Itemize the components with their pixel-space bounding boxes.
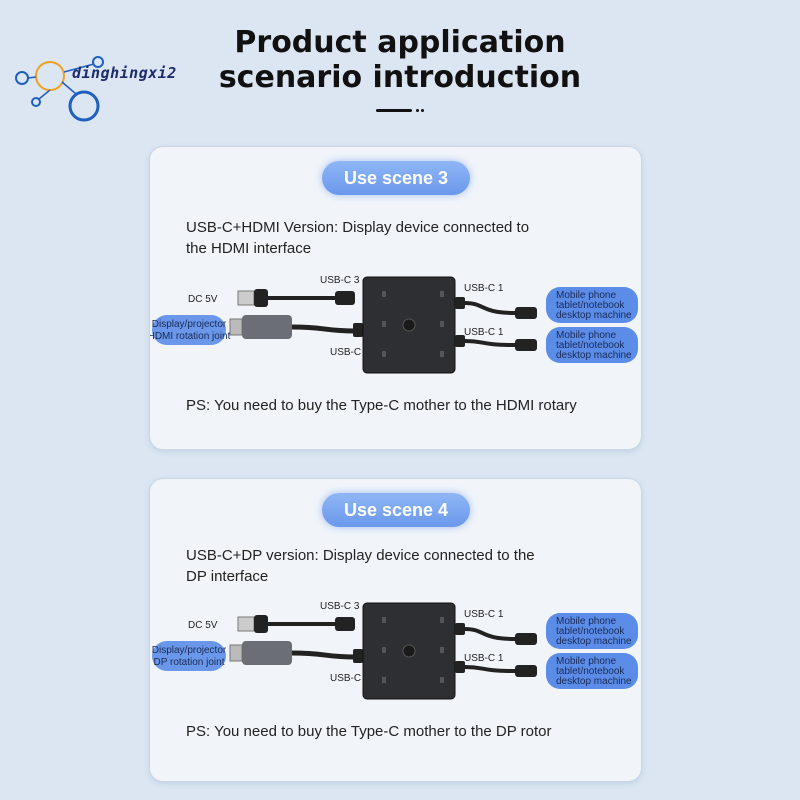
page-title-line2: scenario introduction bbox=[218, 60, 582, 95]
display-label-line2: HDMI rotation joint bbox=[150, 331, 231, 342]
select-button-icon bbox=[402, 318, 416, 332]
select-button-icon bbox=[402, 644, 416, 658]
usb-c-plug-icon bbox=[515, 339, 537, 351]
title-underline bbox=[376, 109, 412, 112]
display-bubble bbox=[152, 315, 226, 345]
usbc1-top-label: USB-C 1 bbox=[464, 609, 504, 620]
hdmi-cable bbox=[291, 324, 356, 334]
ps-note: PS: You need to buy the Type-C mother to… bbox=[186, 723, 552, 740]
device-b-line1: Mobile phone bbox=[556, 330, 616, 341]
usbc1-bottom-label: USB-C 1 bbox=[464, 653, 504, 664]
hdmi-adapter-icon bbox=[242, 315, 292, 339]
device-cable-a bbox=[464, 627, 516, 641]
usb-c-plug-icon bbox=[335, 291, 355, 305]
display-label-line1: Display/projector bbox=[152, 645, 227, 656]
usb-c-plug-icon bbox=[353, 649, 363, 663]
dp-adapter-icon bbox=[242, 641, 292, 665]
device-bubble-a bbox=[546, 287, 638, 323]
usb-a-plug-icon bbox=[237, 290, 255, 306]
device-b-line2: tablet/notebook bbox=[556, 340, 625, 351]
scene-badge: Use scene 3 bbox=[322, 161, 470, 195]
title-dot bbox=[421, 109, 424, 112]
device-a-line2: tablet/notebook bbox=[556, 300, 625, 311]
ps-note: PS: You need to buy the Type-C mother to… bbox=[186, 397, 577, 414]
device-b-line1: Mobile phone bbox=[556, 656, 616, 667]
device-bubble-a bbox=[546, 613, 638, 649]
dp-cable bbox=[291, 650, 356, 660]
display-label-line1: Display/projector bbox=[152, 319, 227, 330]
usb-a-housing bbox=[254, 615, 268, 633]
usb-c-plug-icon bbox=[515, 307, 537, 319]
scene-card-4: Use scene 4 USB-C+DP version: Display de… bbox=[149, 478, 642, 782]
connection-diagram: DC 5V USB-C 3 USB-C USB-C 1 USB-C 1 Disp… bbox=[152, 601, 638, 700]
device-a-line2: tablet/notebook bbox=[556, 626, 625, 637]
hdmi-plug-icon bbox=[229, 318, 243, 336]
device-b-line3: desktop machine bbox=[556, 350, 632, 361]
usbc-label: USB-C bbox=[330, 347, 361, 358]
device-a-line3: desktop machine bbox=[556, 310, 632, 321]
usb-c-plug-icon bbox=[515, 665, 537, 677]
usb-c-plug-icon bbox=[335, 617, 355, 631]
device-b-line3: desktop machine bbox=[556, 676, 632, 687]
brand-logo bbox=[15, 56, 104, 122]
display-bubble bbox=[152, 641, 226, 671]
dc-label: DC 5V bbox=[188, 620, 218, 631]
device-cable-b bbox=[464, 665, 516, 673]
device-a-line1: Mobile phone bbox=[556, 616, 616, 627]
usbc-label: USB-C bbox=[330, 673, 361, 684]
usbc3-label: USB-C 3 bbox=[320, 275, 360, 286]
device-cable-a bbox=[464, 301, 516, 315]
usb-a-housing bbox=[254, 289, 268, 307]
scene-description-line1: USB-C+DP version: Display device connect… bbox=[186, 547, 535, 564]
usbc3-label: USB-C 3 bbox=[320, 601, 360, 612]
usbc1-bottom-label: USB-C 1 bbox=[464, 327, 504, 338]
usb-c-plug-icon bbox=[353, 323, 363, 337]
connection-diagram: DC 5V USB-C 3 USB-C USB-C 1 USB-C 1 Disp… bbox=[150, 275, 638, 374]
device-b-line2: tablet/notebook bbox=[556, 666, 625, 677]
brand-name: dinghingxi2 bbox=[72, 64, 177, 82]
display-label-line2: DP rotation joint bbox=[154, 657, 225, 668]
device-a-line3: desktop machine bbox=[556, 636, 632, 647]
scene-description-line2: DP interface bbox=[186, 568, 269, 585]
usbc1-top-label: USB-C 1 bbox=[464, 283, 504, 294]
scene-description-line2: the HDMI interface bbox=[186, 240, 312, 257]
scene-card-3: Use scene 3 USB-C+HDMI Version: Display … bbox=[149, 146, 642, 450]
device-bubble-b bbox=[546, 327, 638, 363]
dc-label: DC 5V bbox=[188, 294, 218, 305]
usb-c-plug-icon bbox=[515, 633, 537, 645]
title-dot bbox=[416, 109, 419, 112]
device-cable-b bbox=[464, 339, 516, 347]
device-bubble-b bbox=[546, 653, 638, 689]
scene-badge: Use scene 4 bbox=[322, 493, 470, 527]
dp-plug-icon bbox=[229, 644, 243, 662]
device-a-line1: Mobile phone bbox=[556, 290, 616, 301]
usb-a-plug-icon bbox=[237, 616, 255, 632]
page-title-line1: Product application bbox=[234, 25, 566, 60]
scene-description-line1: USB-C+HDMI Version: Display device conne… bbox=[186, 219, 530, 236]
